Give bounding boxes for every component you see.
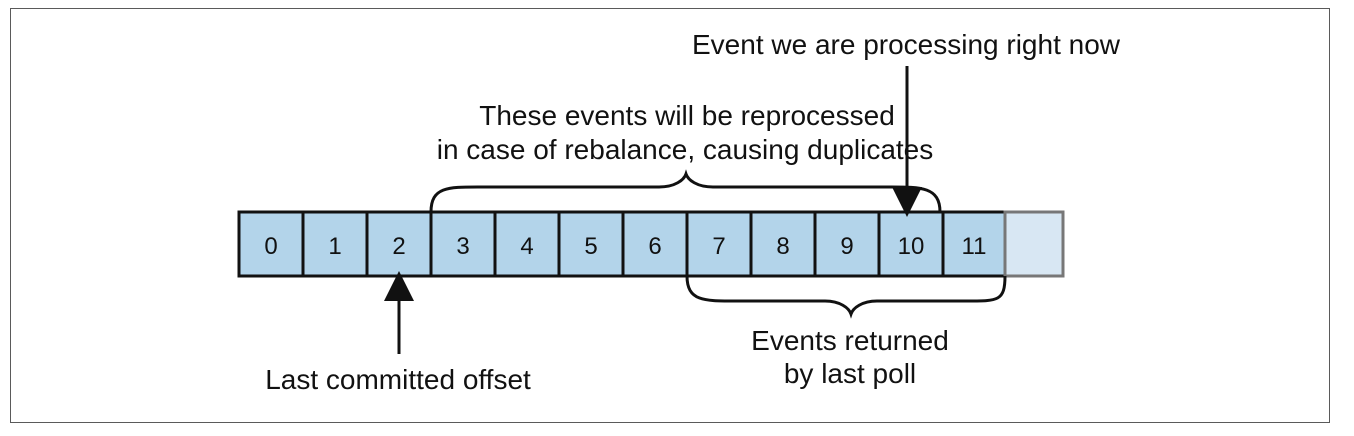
processing-now-label: Event we are processing right now <box>692 29 1121 60</box>
offset-cell-label: 3 <box>456 233 469 260</box>
last-committed-label: Last committed offset <box>265 364 531 395</box>
offset-cell-6: 6 <box>621 210 689 278</box>
empty-offset-cell <box>1003 210 1065 278</box>
offset-cell-7: 7 <box>685 210 753 278</box>
offset-cell-1: 1 <box>301 210 369 278</box>
offset-cell-label: 8 <box>776 233 789 260</box>
reprocessed-label-line-1: These events will be reprocessed <box>479 100 895 131</box>
offset-cell-9: 9 <box>813 210 881 278</box>
offset-cell-label: 10 <box>898 233 925 260</box>
reprocessed-brace <box>429 169 942 213</box>
offset-cell-label: 2 <box>392 233 405 260</box>
offset-cell-2: 2 <box>365 210 433 278</box>
returned-brace <box>685 275 1007 319</box>
offset-cell-label: 7 <box>712 233 725 260</box>
offset-cell-label: 1 <box>328 233 341 260</box>
offset-cell-0: 0 <box>237 210 305 278</box>
offset-cell-label: 4 <box>520 233 533 260</box>
offset-cell-label: 9 <box>840 233 853 260</box>
offset-cell-8: 8 <box>749 210 817 278</box>
returned-label-line-1: Events returned <box>751 325 949 356</box>
offset-cell-4: 4 <box>493 210 561 278</box>
offset-cell-label: 5 <box>584 233 597 260</box>
offset-cell-label: 11 <box>962 233 987 260</box>
offset-cell-5: 5 <box>557 210 625 278</box>
offset-cell-11: 11 <box>941 210 1007 278</box>
reprocessed-label-line-2: in case of rebalance, causing duplicates <box>437 134 934 165</box>
offset-cell-10: 10 <box>877 210 945 278</box>
diagram-frame <box>10 8 1330 423</box>
returned-label-line-2: by last poll <box>784 358 916 389</box>
offset-cells: 0 1 2 3 4 5 6 7 <box>237 210 1065 278</box>
offset-cell-label: 0 <box>264 233 277 260</box>
offset-cell-label: 6 <box>648 233 661 260</box>
offset-cell-3: 3 <box>429 210 497 278</box>
